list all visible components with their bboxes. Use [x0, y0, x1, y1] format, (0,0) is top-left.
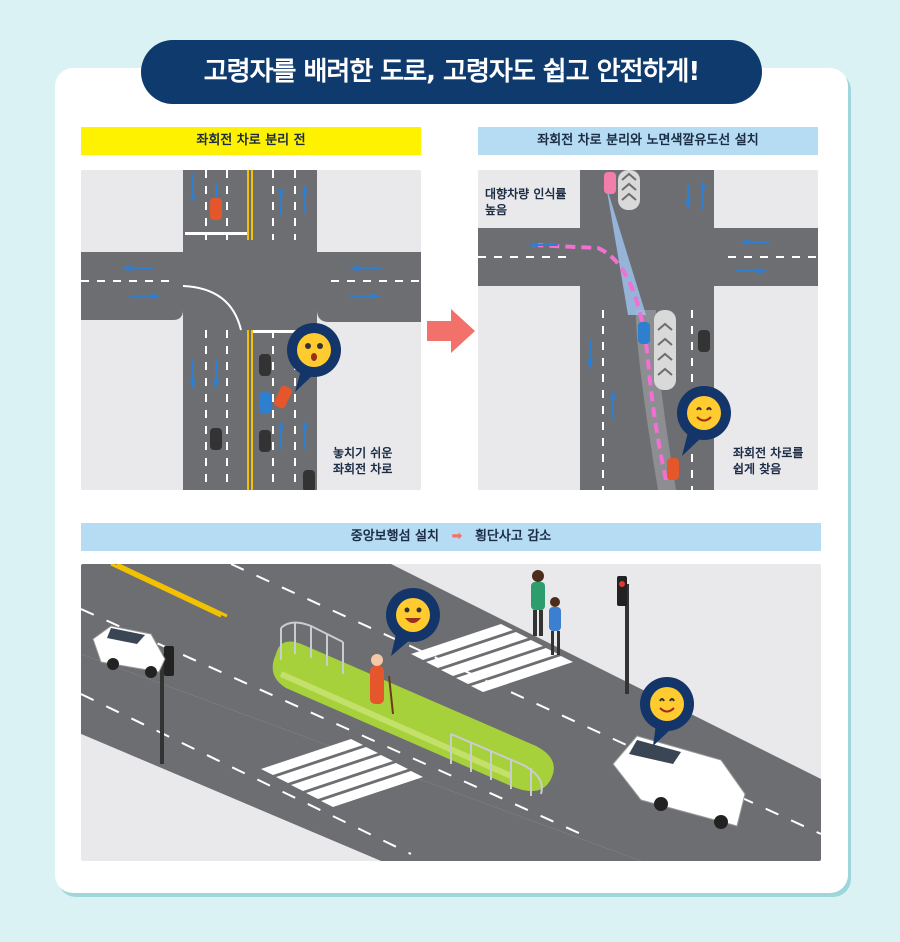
intersection-after-diagram	[478, 170, 818, 490]
intersection-before-diagram	[81, 170, 421, 490]
label-before: 좌회전 차로 분리 전	[81, 127, 421, 155]
label-after: 좌회전 차로 분리와 노면색깔유도선 설치	[478, 127, 818, 155]
note-easy-find: 좌회전 차로를 쉽게 찾음	[733, 446, 804, 476]
right-arrow-icon: ➡	[451, 529, 463, 544]
transition-arrow-icon	[427, 309, 475, 353]
label-median-left: 중앙보행섬 설치	[350, 529, 439, 544]
note-missed-lane: 놓치기 쉬운 좌회전 차로	[333, 446, 393, 476]
label-median-island: 중앙보행섬 설치 ➡ 횡단사고 감소	[81, 523, 821, 551]
median-island-diagram	[81, 564, 821, 861]
label-median-right: 횡단사고 감소	[474, 529, 552, 544]
note-recognition: 대향차량 인식률 높음	[485, 187, 567, 217]
page-title: 고령자를 배려한 도로, 고령자도 쉽고 안전하게!	[141, 40, 762, 104]
